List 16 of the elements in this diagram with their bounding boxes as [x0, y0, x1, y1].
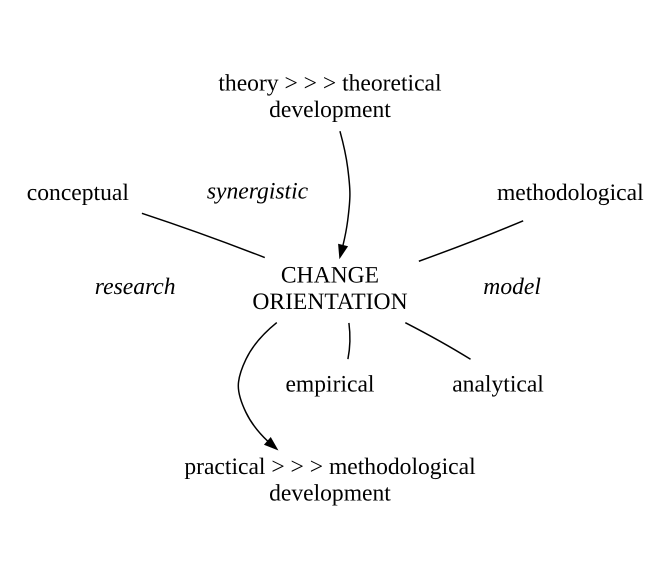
node-text: practical > > > methodological development	[184, 454, 476, 507]
connector	[347, 322, 351, 360]
arrow	[338, 131, 351, 260]
label: model	[483, 274, 541, 300]
node-text: conceptual	[26, 180, 129, 206]
label: research	[94, 274, 176, 300]
connector	[142, 212, 266, 258]
connector	[404, 322, 471, 360]
node-text: analytical	[452, 371, 544, 398]
label: synergistic	[206, 178, 308, 204]
node-text: theory > > > theoretical development	[218, 70, 442, 124]
node-text: CHANGE ORIENTATION	[252, 262, 408, 315]
connector	[418, 220, 524, 262]
node-text: empirical	[285, 371, 374, 398]
arrow	[238, 322, 278, 451]
node-text: methodological	[496, 180, 644, 206]
